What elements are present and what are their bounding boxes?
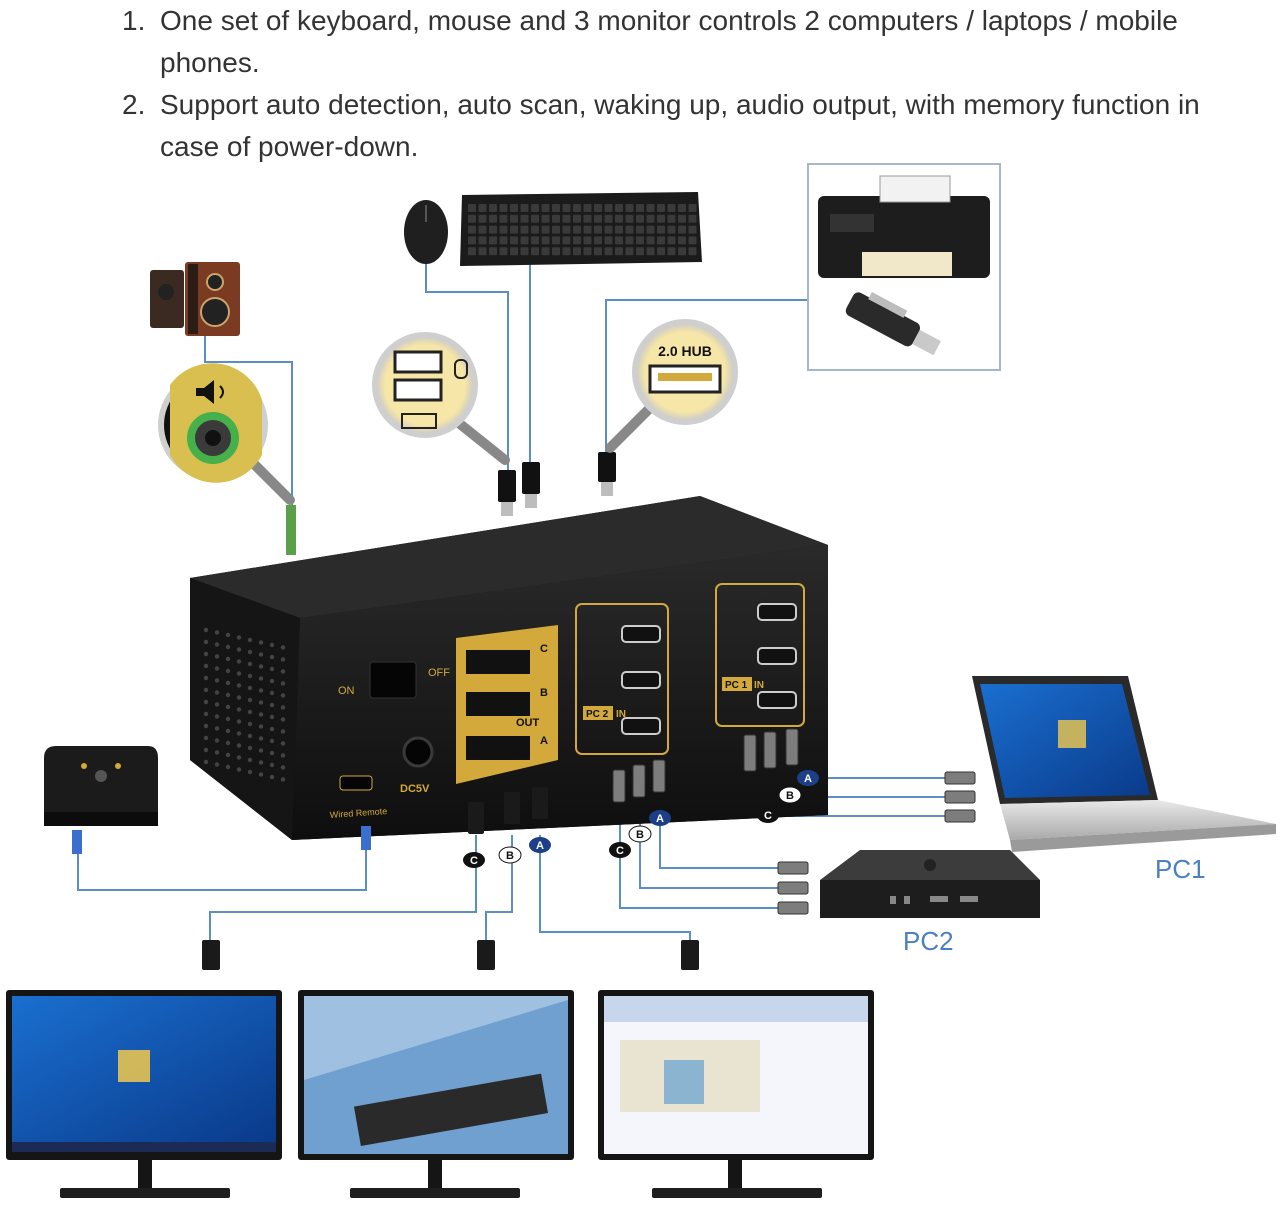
mac-mini-icon [820, 850, 1040, 918]
displayport-plug-icon [612, 728, 799, 803]
feature-number: 2. [122, 89, 146, 120]
pc-side-plugs [777, 771, 976, 915]
keyboard-icon [460, 192, 702, 266]
hub-label: 2.0 HUB [658, 343, 712, 359]
feature-number: 1. [122, 5, 146, 36]
feature-text: Support auto detection, auto scan, wakin… [160, 89, 1200, 162]
feature-text: One set of keyboard, mouse and 3 monitor… [160, 5, 1178, 78]
tag-a: A [536, 840, 544, 852]
tag-b: B [786, 790, 794, 802]
audio-port-magnifier [158, 363, 295, 505]
usb-port-magnifier [372, 332, 510, 465]
on-label: ON [338, 685, 355, 697]
cable-tags: C B A C B A C B A [463, 770, 819, 868]
pc1-in-badge: PC 1 [725, 680, 748, 691]
tag-b: B [636, 829, 644, 841]
printer-icon [818, 175, 990, 278]
monitor-icon [298, 990, 574, 1198]
pc2-label: PC2 [903, 926, 954, 956]
pc2-in-badge: PC 2 [586, 709, 609, 720]
feature-list: 1. One set of keyboard, mouse and 3 monit… [122, 0, 1222, 168]
port-a-label: A [540, 735, 548, 747]
tag-c: C [470, 855, 478, 867]
remote-icon [44, 746, 371, 854]
port-c-label: C [540, 643, 548, 655]
tag-c: C [764, 810, 772, 822]
tag-b: B [506, 850, 514, 862]
pc1-in-label: IN [754, 680, 764, 691]
usb-drive-icon [845, 292, 941, 356]
tag-a: A [656, 813, 664, 825]
out-label: OUT [516, 717, 540, 729]
laptop-icon [972, 676, 1276, 852]
port-b-label: B [540, 687, 548, 699]
tag-a: A [804, 773, 812, 785]
tag-c: C [616, 845, 624, 857]
hdmi-plug-icon [202, 787, 699, 970]
pc2-in-label: IN [616, 709, 626, 720]
peripheral-box [807, 163, 1001, 371]
usb-hub-magnifier: 2.0 HUB [605, 319, 738, 453]
pc1-label: PC1 [1155, 854, 1206, 884]
audio-plug-icon [286, 505, 296, 555]
speaker-icon [150, 262, 240, 336]
dc-label: DC5V [400, 783, 430, 795]
off-label: OFF [428, 667, 450, 679]
wired-remote-label: Wired Remote [329, 806, 387, 820]
kvm-switch: ON OFF DC5V Wired Remote C B A OUT PC 2 … [190, 496, 828, 840]
feature-item-2: 2. Support auto detection, auto scan, wak… [122, 84, 1222, 168]
feature-item-1: 1. One set of keyboard, mouse and 3 monit… [122, 0, 1222, 84]
monitor-icon [6, 990, 282, 1198]
mouse-icon [404, 200, 448, 264]
usb-plug-icon [498, 452, 616, 516]
monitor-icon [598, 990, 874, 1198]
